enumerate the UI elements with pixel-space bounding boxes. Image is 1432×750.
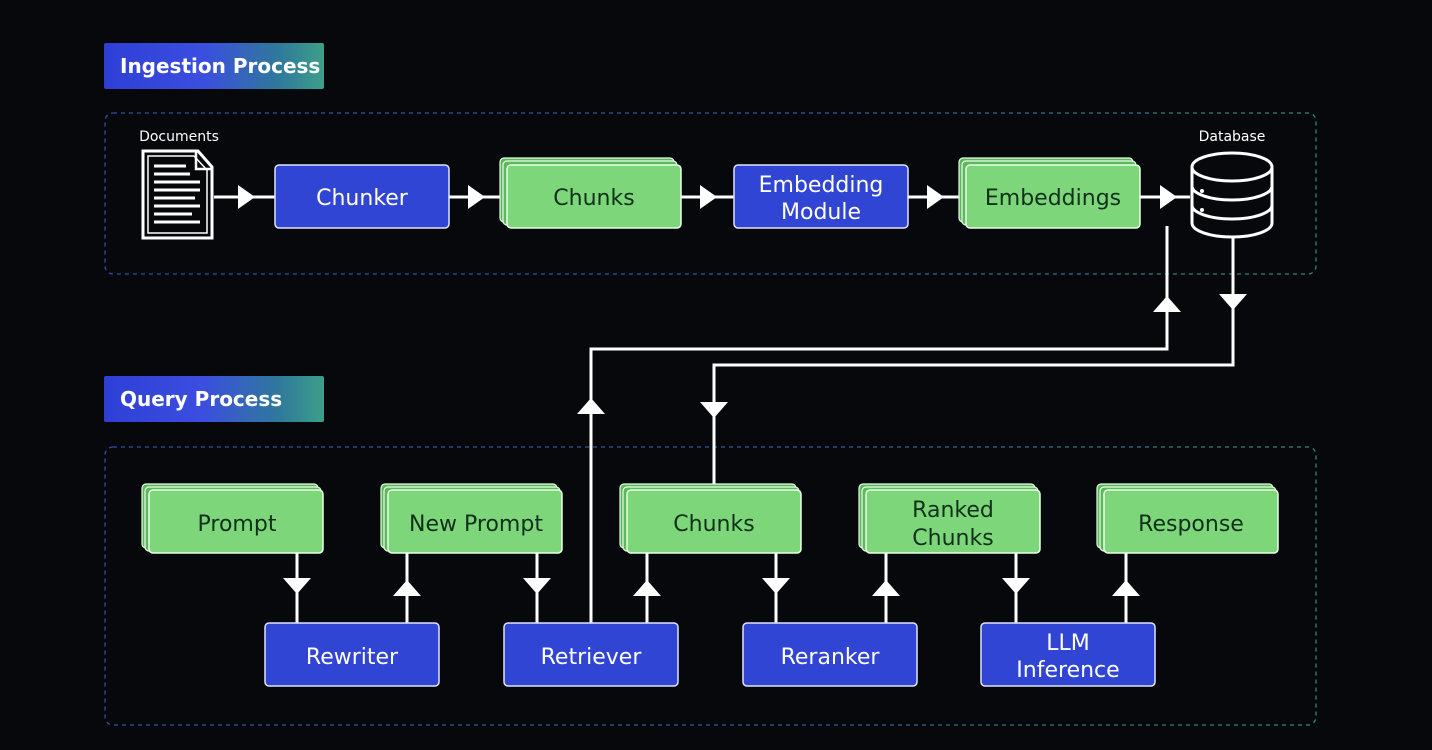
ranked-chunks-label-1: Ranked (912, 498, 994, 523)
embeddings-stack (958, 157, 1141, 229)
arrowhead (700, 402, 728, 418)
prompt-stack (141, 483, 324, 554)
arrowhead (393, 580, 421, 596)
ingestion-process-label: Ingestion Process (104, 43, 324, 89)
response-stack (1096, 483, 1279, 554)
response-label: Response (1138, 512, 1244, 537)
edge-retriever-database (589, 226, 1169, 623)
arrowhead (1219, 294, 1247, 310)
reranker-label: Reranker (781, 645, 881, 670)
document-icon (141, 149, 214, 240)
query-chunks-label: Chunks (673, 512, 754, 537)
embedding-module-label-1: Embedding (759, 173, 884, 198)
rewriter-label: Rewriter (306, 645, 399, 670)
arrowhead (523, 578, 551, 594)
ingestion-chunks-stack (499, 157, 682, 229)
arrowhead (468, 185, 485, 209)
ranked-chunks-stack (858, 483, 1041, 554)
arrowhead (700, 185, 717, 209)
ranked-chunks-label-2: Chunks (912, 526, 993, 551)
embeddings-label: Embeddings (985, 186, 1121, 211)
arrowhead (1112, 580, 1140, 596)
llm-inference-box (980, 622, 1156, 687)
arrowhead (1002, 578, 1030, 594)
edge-database-chunks (712, 238, 1235, 490)
retriever-box (503, 622, 679, 687)
chunker-label: Chunker (316, 186, 409, 211)
rewriter-box (264, 622, 440, 687)
arrowhead (1153, 296, 1181, 312)
query-process-label: Query Process (104, 376, 324, 422)
llm-inference-label-2: Inference (1016, 658, 1119, 683)
new-prompt-label: New Prompt (409, 512, 543, 537)
retriever-label: Retriever (541, 645, 643, 670)
prompt-label: Prompt (198, 512, 277, 537)
arrowhead (283, 578, 311, 594)
embedding-module-label-2: Module (781, 200, 861, 225)
documents-label: Documents (139, 129, 219, 145)
arrowhead (872, 580, 900, 596)
arrowhead (633, 580, 661, 596)
arrowhead (927, 185, 944, 209)
reranker-box (742, 622, 918, 687)
query-chunks-stack (619, 483, 802, 554)
llm-inference-label-1: LLM (1046, 631, 1090, 656)
ingestion-chunks-label: Chunks (553, 186, 634, 211)
arrowhead (762, 578, 790, 594)
arrowhead (238, 185, 255, 209)
database-label: Database (1199, 129, 1266, 145)
arrowhead (577, 398, 605, 414)
database-icon (1190, 151, 1274, 239)
new-prompt-stack (380, 483, 563, 554)
ingestion-container (104, 112, 1317, 275)
query-container (104, 446, 1317, 726)
arrowhead (1160, 185, 1177, 209)
